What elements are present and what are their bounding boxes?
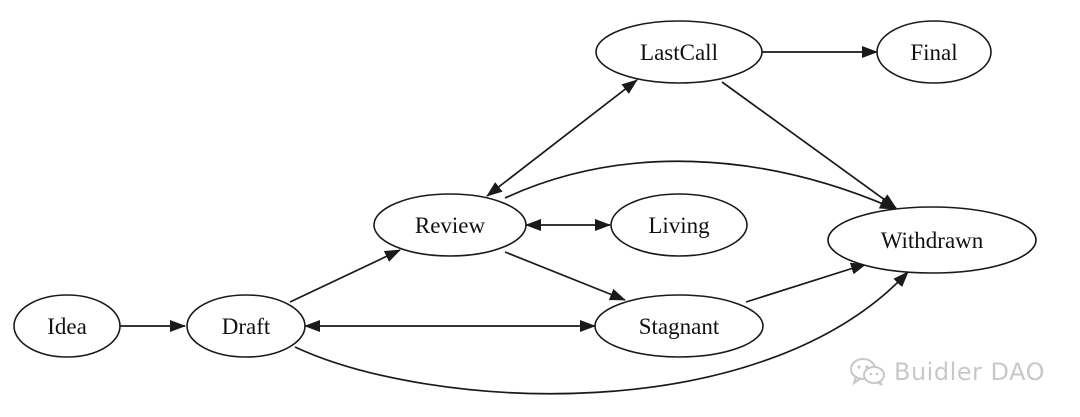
node-living: Living — [610, 193, 748, 257]
node-idea-label: Idea — [47, 314, 87, 339]
edges — [120, 46, 909, 395]
watermark-text: Buidler DAO — [894, 358, 1045, 386]
node-withdrawn: Withdrawn — [827, 206, 1037, 274]
wechat-icon — [850, 358, 885, 386]
node-draft: Draft — [186, 294, 306, 358]
node-lastcall: LastCall — [595, 20, 763, 84]
node-review: Review — [373, 193, 527, 257]
node-stagnant: Stagnant — [594, 294, 764, 358]
node-living-label: Living — [648, 213, 710, 238]
edge-draft-to-review — [289, 249, 401, 303]
edge-review-to-stagnant — [504, 251, 626, 301]
edge-draft-to-withdrawn — [294, 271, 909, 395]
node-lastcall-label: LastCall — [640, 40, 718, 65]
node-final: Final — [876, 20, 992, 84]
node-withdrawn-label: Withdrawn — [881, 228, 984, 253]
edge-review-to-withdrawn — [504, 160, 896, 210]
node-review-label: Review — [415, 213, 486, 238]
node-stagnant-label: Stagnant — [639, 314, 720, 339]
watermark: Buidler DAO — [848, 354, 1045, 390]
edge-review-lastcall-bidirectional — [486, 79, 638, 197]
edge-lastcall-to-withdrawn — [721, 81, 897, 209]
node-final-label: Final — [910, 40, 957, 65]
node-idea: Idea — [13, 294, 121, 358]
edge-stagnant-to-withdrawn — [745, 262, 867, 303]
node-draft-label: Draft — [222, 314, 271, 339]
